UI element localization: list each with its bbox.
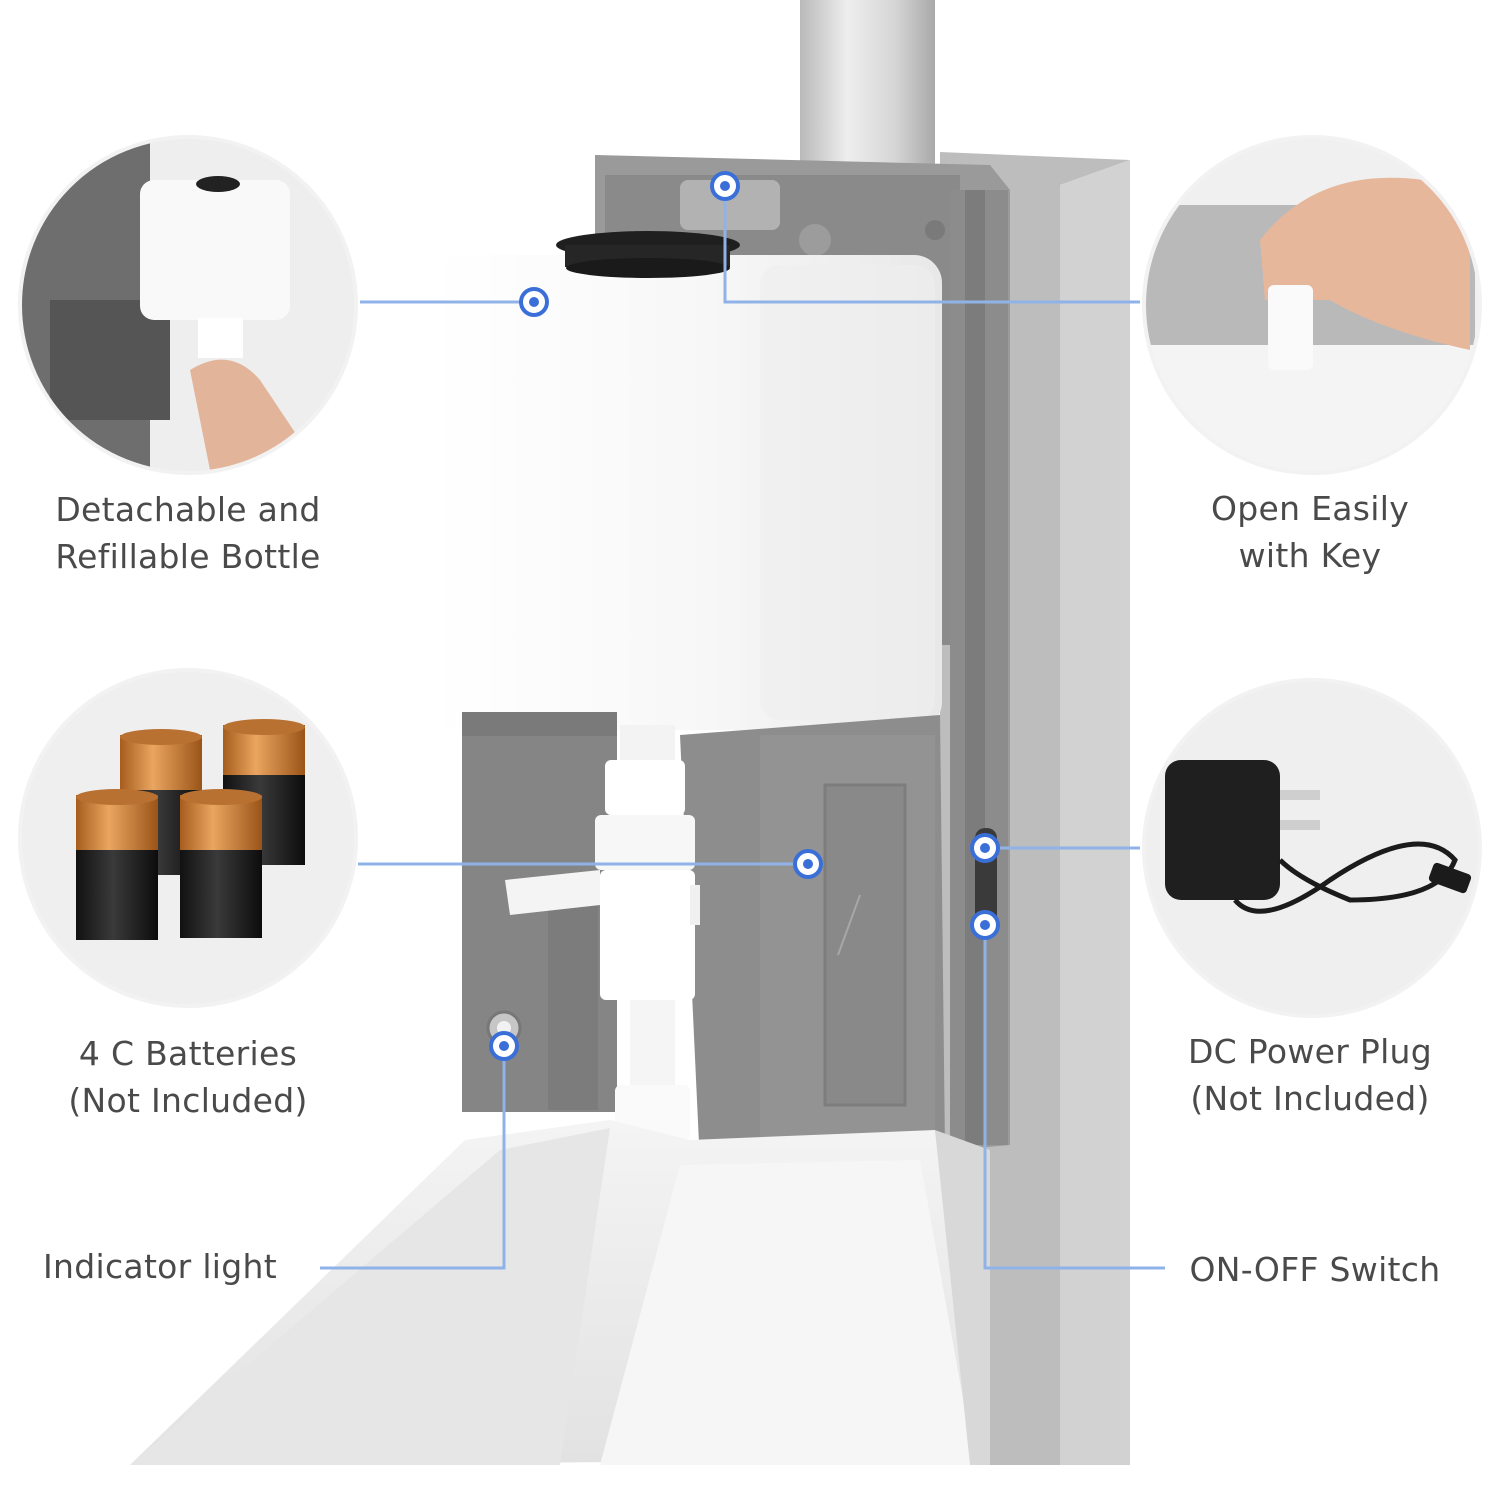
label-dc-power-plug: DC Power Plug (Not Included) xyxy=(1130,1028,1490,1122)
label-line: Open Easily xyxy=(1210,489,1410,528)
label-batteries: 4 C Batteries (Not Included) xyxy=(8,1030,368,1124)
power-adapter-icon xyxy=(1165,760,1280,900)
callout-lines xyxy=(320,186,1165,1270)
callout-dot-key xyxy=(710,171,740,201)
label-line: 4 C Batteries xyxy=(78,1034,298,1073)
label-detachable-bottle: Detachable and Refillable Bottle xyxy=(8,486,368,580)
label-line: DC Power Plug xyxy=(1187,1032,1433,1071)
battery-icon xyxy=(76,719,305,940)
label-open-with-key: Open Easily with Key xyxy=(1130,485,1490,579)
inset-bottle-detach xyxy=(20,137,356,473)
callout-dot-switch xyxy=(970,910,1000,940)
label-line: Indicator light xyxy=(43,1247,277,1286)
label-line: Detachable and xyxy=(55,490,321,529)
label-line: Refillable Bottle xyxy=(55,537,321,576)
label-line: (Not Included) xyxy=(1190,1079,1430,1118)
key-icon xyxy=(1268,285,1313,370)
callout-dot-indicator xyxy=(489,1031,519,1061)
callout-dot-dc-plug xyxy=(970,833,1000,863)
pump-lever-left xyxy=(505,870,600,915)
label-line: with Key xyxy=(1238,536,1382,575)
dispenser-unit xyxy=(130,0,1130,1465)
pump-neck xyxy=(620,725,675,765)
label-on-off-switch: ON-OFF Switch xyxy=(1165,1246,1465,1293)
callout-dot-bottle xyxy=(519,287,549,317)
callout-dots xyxy=(489,171,1000,1061)
label-line: ON-OFF Switch xyxy=(1189,1250,1441,1289)
callout-dot-batteries xyxy=(793,849,823,879)
stand-pole xyxy=(800,0,935,185)
label-line: (Not Included) xyxy=(68,1081,308,1120)
inset-dc-adapter xyxy=(1144,680,1480,1016)
inset-batteries xyxy=(20,670,356,1006)
label-indicator-light: Indicator light xyxy=(10,1243,310,1290)
inset-key xyxy=(1144,137,1480,473)
